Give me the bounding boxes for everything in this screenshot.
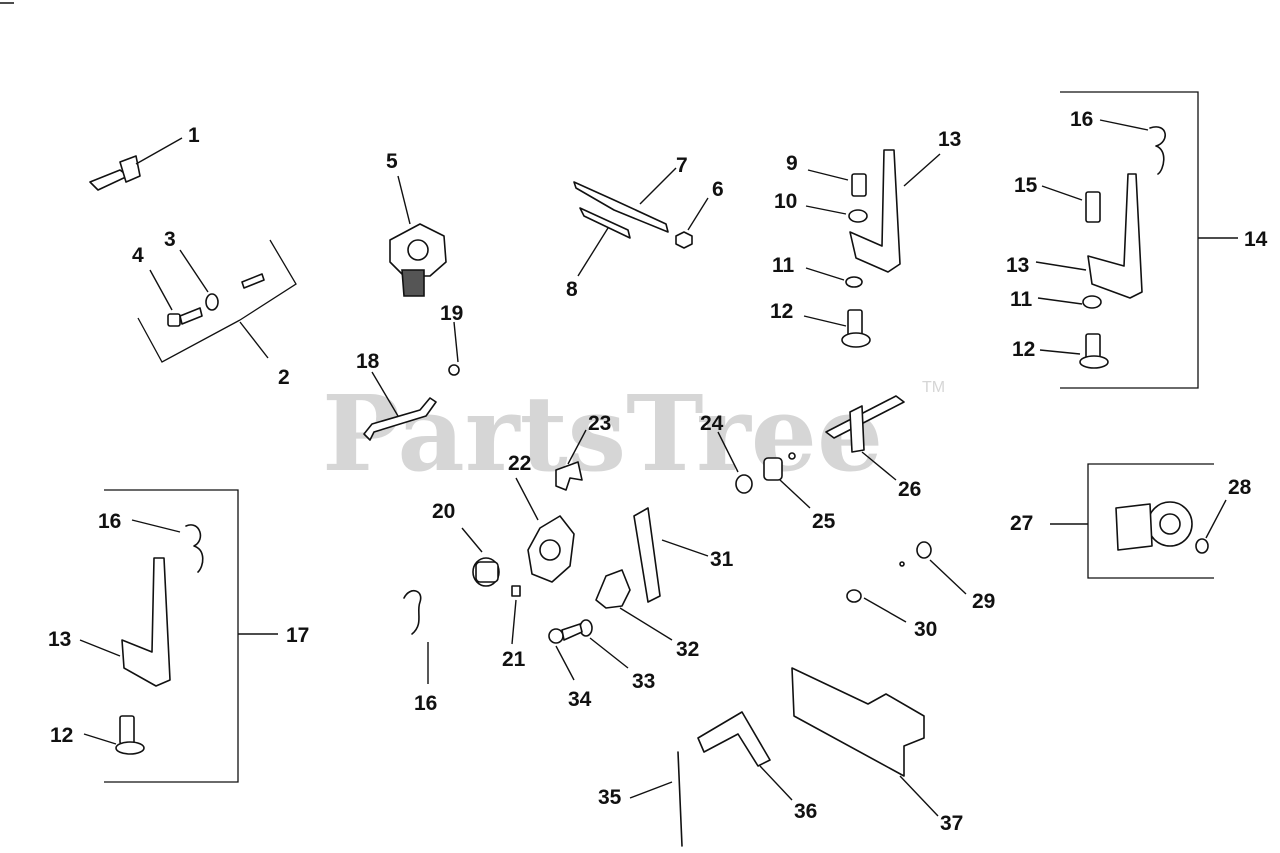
callout-16-right: 16 [1070,108,1093,131]
callout-6: 6 [712,178,724,201]
callout-13-right: 13 [1006,254,1029,277]
callout-12-center: 12 [770,300,793,323]
callout-3: 3 [164,228,176,251]
part-17-group [79,489,278,783]
callout-36: 36 [794,800,817,823]
part-33-34-screw [548,619,629,681]
callout-19: 19 [440,302,463,325]
part-13-bracket-center [803,149,941,348]
callout-11-center: 11 [772,254,795,277]
callout-15: 15 [1014,174,1038,197]
callout-21: 21 [502,648,526,671]
callout-30: 30 [914,618,937,641]
part-1-pin [89,137,183,191]
callout-labels: 1 2 3 4 5 6 7 8 9 10 11 12 13 14 15 16 1… [48,108,1268,835]
callout-29: 29 [972,590,995,613]
callout-18: 18 [356,350,380,373]
callout-25: 25 [812,510,836,533]
callout-31: 31 [710,548,734,571]
callout-11-right: 11 [1010,288,1033,311]
callout-16-center: 16 [414,692,437,715]
callout-27: 27 [1010,512,1033,535]
callout-8: 8 [566,278,578,301]
callout-4: 4 [132,244,144,267]
callout-7: 7 [676,154,688,177]
callout-23: 23 [588,412,611,435]
callout-14: 14 [1244,228,1268,251]
callout-37: 37 [940,812,963,835]
callout-10: 10 [774,190,797,213]
part-5-governor [389,175,447,297]
callout-12-right: 12 [1012,338,1035,361]
part-20-bushing [461,527,500,587]
callout-33: 33 [632,670,655,693]
part-27-28-gear [1050,463,1227,579]
callout-13-center: 13 [938,128,961,151]
callout-12-left: 12 [50,724,73,747]
part-22-plate [515,477,575,583]
part-14-group [1035,91,1238,389]
part-23-clip [555,429,587,491]
part-35-36-37-brackets [629,667,939,847]
callout-2: 2 [278,366,290,389]
part-7-8-springs [573,167,709,277]
part-24-25-26 [717,395,905,509]
callout-24: 24 [700,412,724,435]
callout-28: 28 [1228,476,1252,499]
part-18-19-linkage [363,321,460,441]
part-21-screw [511,585,521,645]
watermark-text: PartsTree [322,372,883,495]
part-31-lever [633,507,709,603]
part-2-group [137,239,297,363]
part-32-cam [595,569,673,641]
callout-35: 35 [598,786,622,809]
callout-1: 1 [188,124,200,147]
callout-17: 17 [286,624,309,647]
watermark-trademark: TM [922,379,945,396]
part-16-spring-center [403,590,429,684]
callout-32: 32 [676,638,699,661]
callout-9: 9 [786,152,798,175]
callout-20: 20 [432,500,455,523]
callout-26: 26 [898,478,921,501]
callout-34: 34 [568,688,592,711]
callout-16-left: 16 [98,510,121,533]
callout-13-left: 13 [48,628,71,651]
callout-5: 5 [386,150,398,173]
callout-22: 22 [508,452,531,475]
part-29-30-fasteners [846,541,967,623]
